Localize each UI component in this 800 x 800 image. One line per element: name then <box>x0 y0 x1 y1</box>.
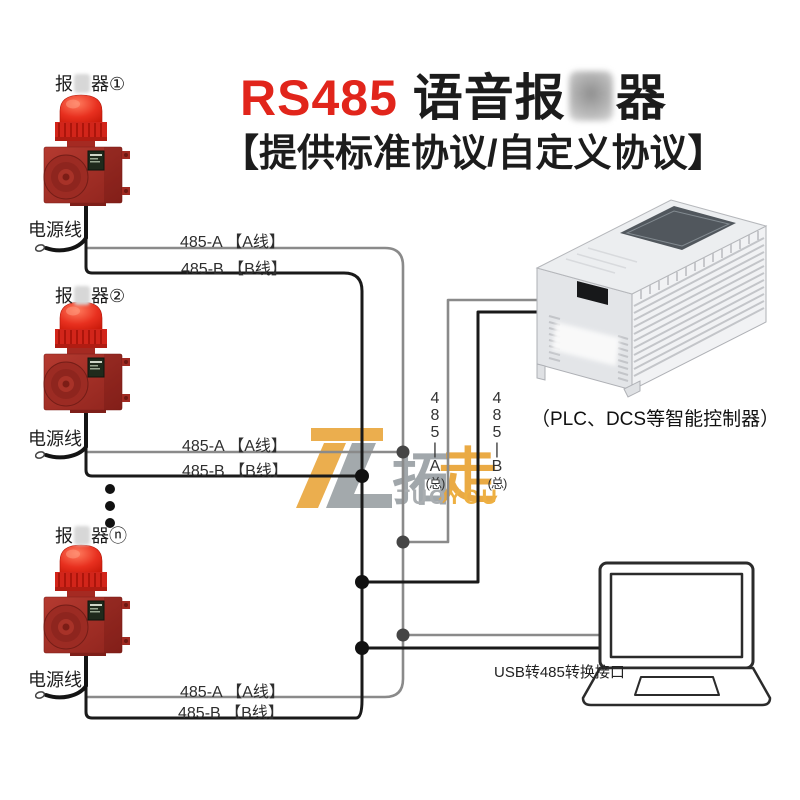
power-cords <box>44 201 88 700</box>
plc-caption: （PLC、DCS等智能控制器） <box>531 409 780 430</box>
alarm-device-n-illustration <box>43 544 131 657</box>
plc-blurred-label <box>552 322 620 366</box>
wire-485a-bus <box>86 246 405 699</box>
usb-converter-label: USB转485转换接口 <box>494 664 625 681</box>
laptop-touchpad <box>634 676 720 696</box>
watermark-latin: TUOYOU <box>397 486 499 509</box>
alarm-1-power-label: 电源线 <box>28 220 82 240</box>
laptop-illustration <box>581 561 772 707</box>
bus-485a-label: 4 8 5 | A (总) <box>425 390 446 491</box>
censored-character-blur <box>74 526 90 545</box>
power-cord-connectors <box>34 244 46 699</box>
plc-port <box>577 281 608 305</box>
alarm-device-1-illustration <box>43 94 131 207</box>
alarm-n-wire-a-label: 485-A 【A线】 <box>180 684 285 701</box>
censored-character-blur <box>74 74 90 93</box>
alarm-n-wire-b-label: 485-B 【B线】 <box>178 705 284 722</box>
plc-illustration <box>535 199 768 398</box>
alarm-1-label: 报器① <box>55 74 126 94</box>
junction-dots <box>355 445 410 655</box>
alarm-2-wire-b-label: 485-B 【B线】 <box>182 463 288 480</box>
alarm-device-2-illustration <box>43 301 131 414</box>
bus-485b-label: 4 8 5 | B (总) <box>487 390 508 491</box>
censored-character-blur <box>568 71 613 121</box>
alarm-2-power-label: 电源线 <box>28 429 82 449</box>
wire-485b-bus <box>84 238 364 720</box>
censored-character-blur <box>74 286 90 305</box>
alarm-n-power-label: 电源线 <box>28 670 82 690</box>
watermark-logo <box>296 428 392 508</box>
title-mid: 语音报 <box>397 70 566 126</box>
alarm-n-label: 报器ⓝ <box>55 526 127 546</box>
wire-485b-alarm2 <box>84 447 364 478</box>
wire-485a-to-plc <box>401 298 549 544</box>
page-subtitle: 【提供标准协议/自定义协议】 <box>221 133 726 175</box>
wire-485b-to-plc <box>360 310 549 584</box>
alarm-1-wire-a-label: 485-A 【A线】 <box>180 234 285 251</box>
page-title: RS485 语音报器 <box>240 58 667 130</box>
title-tail: 器 <box>615 70 667 126</box>
ellipsis-dots <box>105 484 115 528</box>
title-brand: RS485 <box>240 70 398 126</box>
alarm-2-wire-a-label: 485-A 【A线】 <box>182 438 287 455</box>
alarm-1-wire-b-label: 485-B 【B线】 <box>181 261 287 278</box>
alarm-2-label: 报器② <box>55 286 126 306</box>
